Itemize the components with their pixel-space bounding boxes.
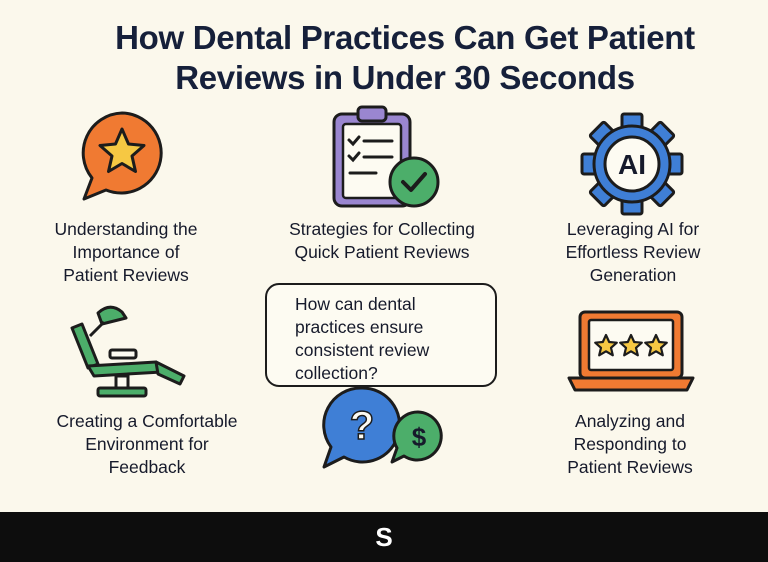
dollar-bubble-icon: $: [390, 410, 443, 464]
item-label-collecting-strategies: Strategies for Collecting Quick Patient …: [289, 219, 475, 262]
brand-logo: S: [375, 522, 393, 552]
title-line-2: Reviews in Under 30 Seconds: [175, 59, 635, 96]
clipboard-checklist-icon: [332, 105, 440, 208]
item-label-ai-generation: Leveraging AI for Effortless Review Gene…: [565, 219, 701, 285]
question-bubble-icon: ?: [322, 386, 402, 469]
dollar-sign: $: [412, 422, 427, 452]
ai-gear-icon: AI: [580, 112, 684, 216]
dental-chair-icon: [70, 305, 186, 398]
question-speech-bubble: How can dental practices ensure consiste…: [265, 283, 497, 387]
item-label-comfortable-environment: Creating a Comfortable Environment for F…: [56, 411, 238, 477]
title-line-1: How Dental Practices Can Get Patient: [115, 19, 695, 56]
ai-gear-text: AI: [618, 149, 646, 180]
footer-bar: S: [0, 512, 768, 562]
page-title: How Dental Practices Can Get Patient Rev…: [60, 18, 750, 98]
item-label-reviews-importance: Understanding the Importance of Patient …: [54, 219, 198, 285]
question-mark: ?: [350, 404, 374, 448]
item-label-analyzing-reviews: Analyzing and Responding to Patient Revi…: [567, 411, 693, 477]
star-speech-bubble-icon: [81, 111, 163, 201]
laptop-stars-icon: [567, 310, 695, 392]
